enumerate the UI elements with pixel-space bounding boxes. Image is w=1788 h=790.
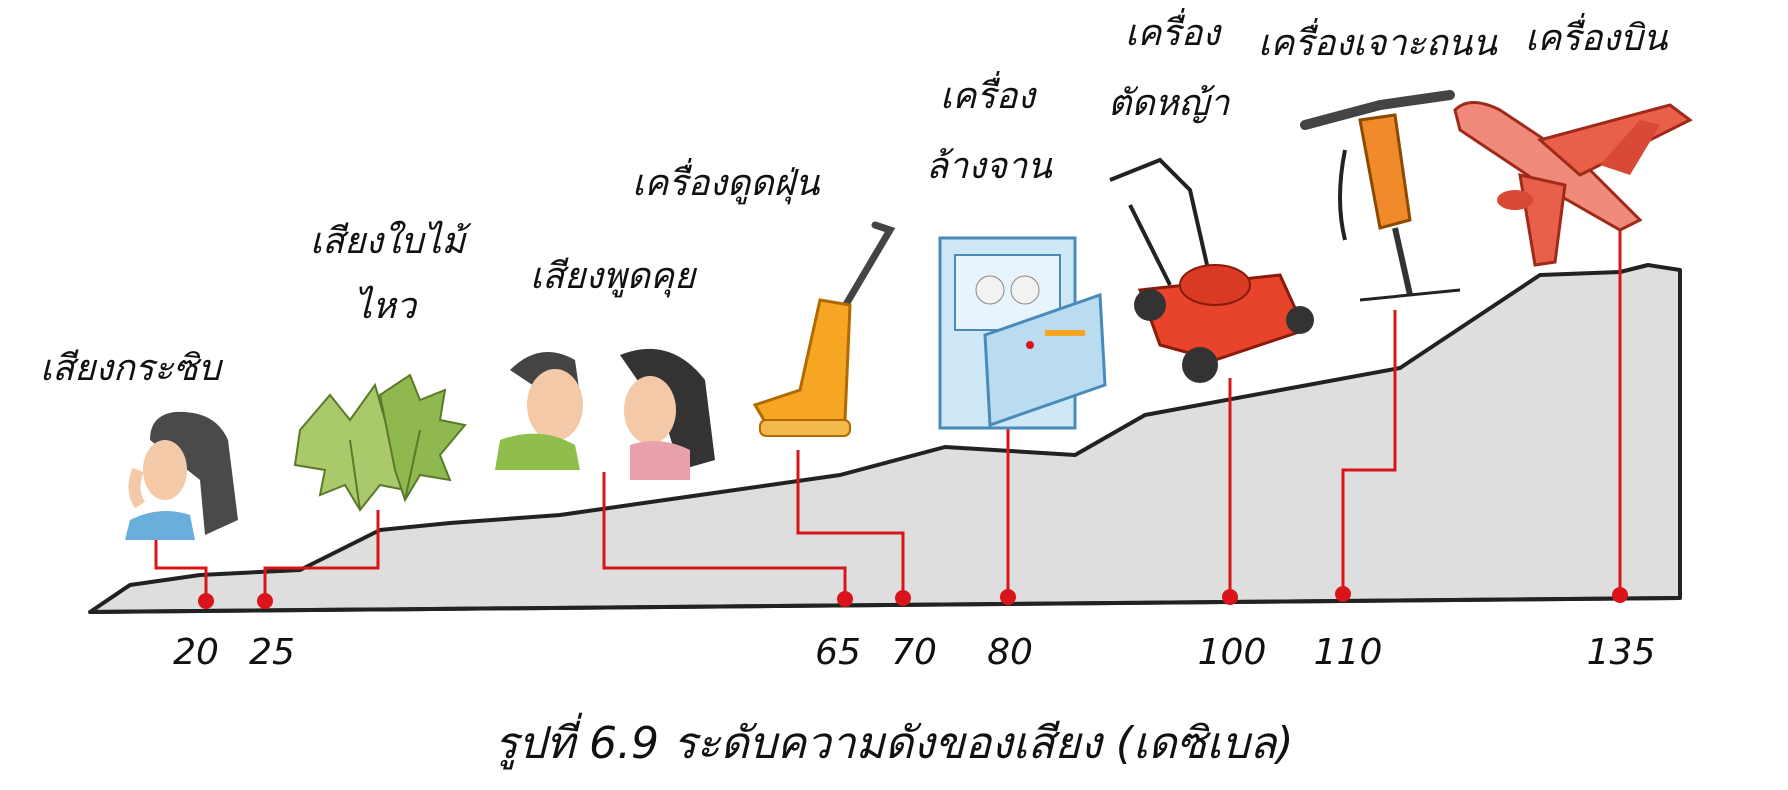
leader-25 <box>263 510 380 599</box>
baseline <box>89 596 1681 614</box>
db-value: 135 <box>1587 632 1656 673</box>
label-leaves-line2: ไหว <box>354 285 418 327</box>
level-dots <box>198 586 1628 609</box>
dot-70 <box>895 590 911 606</box>
leader-110 <box>1341 310 1397 594</box>
db-value: 70 <box>891 632 937 673</box>
dot-135 <box>1612 587 1628 603</box>
label-dishwasher-line2: ล้างจาน <box>926 146 1053 187</box>
dishwasher-icon <box>938 236 1107 430</box>
db-value: 65 <box>815 632 861 673</box>
label-dishwasher-line1: เครื่อง <box>940 70 1037 117</box>
label-whisper: เสียงกระซิบ <box>40 348 224 389</box>
leader-20 <box>154 535 208 598</box>
label-airplane: เครื่องบิน <box>1525 12 1669 59</box>
dot-80 <box>1000 589 1016 605</box>
jackhammer-icon <box>1300 90 1461 302</box>
label-jackhammer: เครื่องเจาะถนน <box>1258 17 1498 64</box>
dot-110 <box>1335 586 1351 602</box>
lawn-mower-icon <box>1109 157 1314 383</box>
talking-people-icon <box>495 348 715 480</box>
dot-100 <box>1222 589 1238 605</box>
label-mower-line2: ตัดหญ้า <box>1108 83 1231 124</box>
decibel-values: 20 25 65 70 80 100 110 135 <box>173 632 1655 673</box>
whispering-woman-icon <box>125 411 238 540</box>
item-labels: เสียงกระซิบ เสียงใบไม้ ไหว เสียงพูดคุย เ… <box>40 7 1669 389</box>
dot-20 <box>198 593 214 609</box>
db-value: 80 <box>987 632 1033 673</box>
leader-70 <box>796 450 905 597</box>
loudness-slope <box>88 263 1682 614</box>
airplane-icon <box>1453 101 1693 267</box>
leader-65 <box>602 472 847 597</box>
db-value: 100 <box>1198 632 1267 673</box>
leader-lines <box>154 228 1622 599</box>
dot-25 <box>257 593 273 609</box>
vacuum-cleaner-icon <box>752 221 896 437</box>
figure-caption: รูปที่ 6.9 ระดับความดังของเสียง (เดซิเบล… <box>494 712 1293 770</box>
rustling-leaves-icon <box>293 373 467 512</box>
db-value: 20 <box>173 632 219 673</box>
label-talking: เสียงพูดคุย <box>530 256 698 298</box>
label-leaves-line1: เสียงใบไม้ <box>310 220 472 262</box>
db-value: 110 <box>1314 632 1383 673</box>
label-vacuum: เครื่องดูดฝุ่น <box>632 157 821 205</box>
dot-65 <box>837 591 853 607</box>
label-mower-line1: เครื่อง <box>1125 7 1222 54</box>
db-value: 25 <box>249 632 295 673</box>
